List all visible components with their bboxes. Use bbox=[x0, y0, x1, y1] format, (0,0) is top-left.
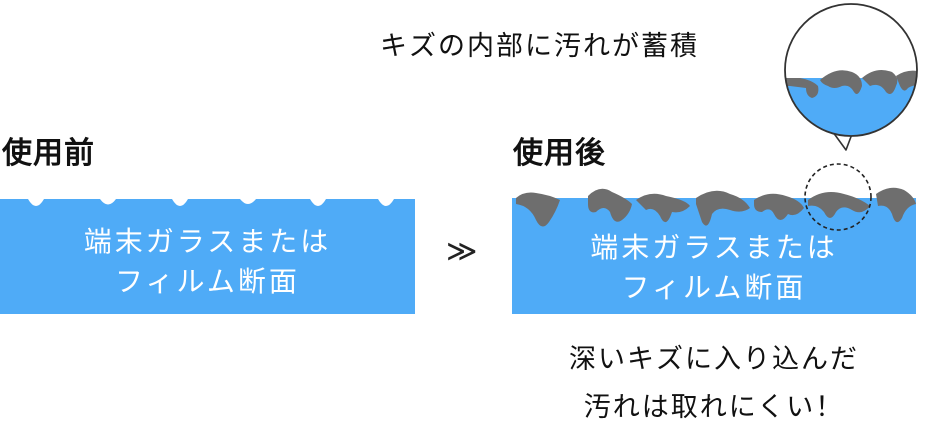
caption: 深いキズに入り込んだ 汚れは取れにくい！ bbox=[512, 336, 916, 432]
after-label-line1: 端末ガラスまたは bbox=[590, 231, 838, 264]
focus-circle bbox=[804, 163, 872, 231]
before-surface bbox=[0, 199, 415, 314]
after-surface bbox=[512, 198, 916, 314]
after-label-line2: フィルム断面 bbox=[621, 271, 807, 304]
after-heading: 使用後 bbox=[513, 136, 606, 171]
after-panel-label: 端末ガラスまたは フィルム断面 bbox=[512, 228, 916, 308]
caption-line2: 汚れは取れにくい！ bbox=[583, 392, 845, 423]
double-chevron-icon: ≫ bbox=[446, 234, 478, 269]
magnifier-circle bbox=[784, 3, 918, 137]
dirt-deposits bbox=[516, 187, 916, 227]
caption-line1: 深いキズに入り込んだ bbox=[569, 344, 859, 375]
callout-title: キズの内部に汚れが蓄積 bbox=[380, 31, 699, 62]
before-heading: 使用前 bbox=[2, 136, 95, 171]
before-label-line1: 端末ガラスまたは bbox=[83, 225, 332, 258]
before-panel-label: 端末ガラスまたは フィルム断面 bbox=[0, 222, 415, 302]
before-label-line2: フィルム断面 bbox=[115, 265, 300, 298]
